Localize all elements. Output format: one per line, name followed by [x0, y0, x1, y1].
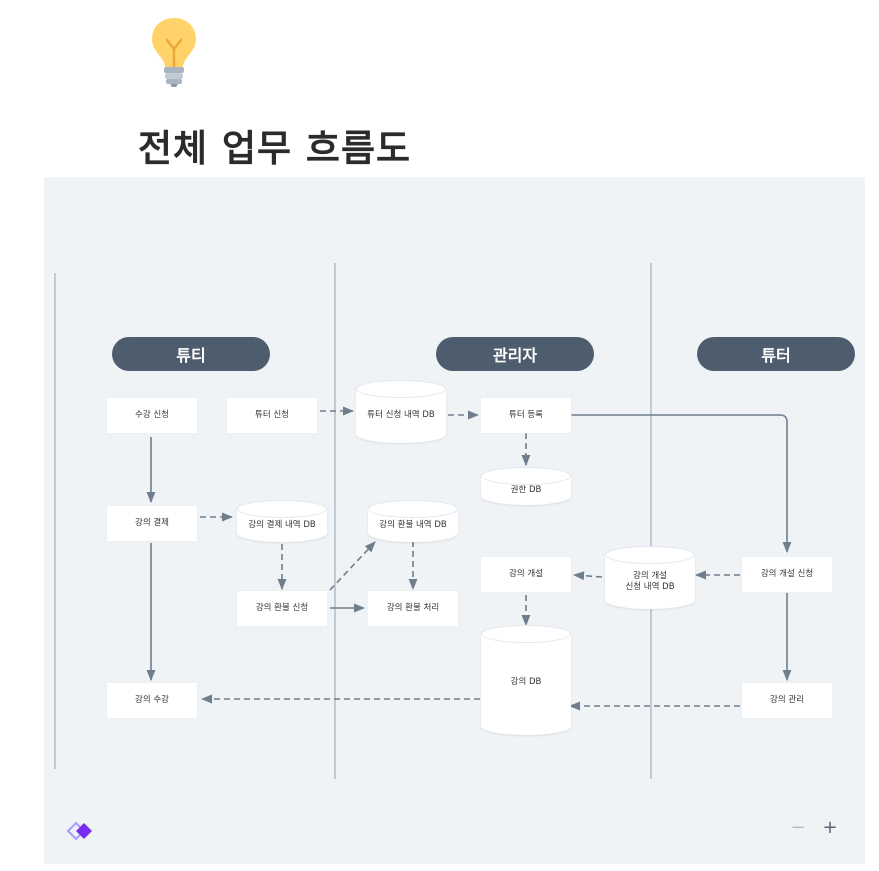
app-logo-icon	[66, 821, 92, 841]
lane-divider	[54, 273, 56, 769]
process-course-open[interactable]: 강의 개설	[481, 557, 571, 592]
zoom-in-button[interactable]: +	[822, 817, 838, 838]
lane-header-tutor: 튜터	[697, 337, 855, 371]
process-refund-request[interactable]: 강의 환불 신청	[237, 591, 327, 626]
db-permission[interactable]: 권한 DB	[481, 467, 571, 505]
process-course-open-request[interactable]: 강의 개설 신청	[742, 557, 832, 592]
process-refund-process[interactable]: 강의 환불 처리	[368, 591, 458, 626]
lane-header-admin: 관리자	[436, 337, 594, 371]
process-course-attend[interactable]: 강의 수강	[107, 683, 197, 718]
lane-header-tutee: 튜티	[112, 337, 270, 371]
arrow-register-to-opening-request	[570, 414, 792, 554]
lightbulb-icon	[152, 18, 196, 87]
lane-divider	[334, 263, 336, 779]
process-tutor-register[interactable]: 튜터 등록	[481, 398, 571, 433]
process-tutor-request[interactable]: 튜터 신청	[227, 398, 317, 433]
db-payment[interactable]: 강의 결제 내역 DB	[237, 500, 327, 542]
arrow-opendb-to-open	[572, 571, 603, 581]
db-course[interactable]: 강의 DB	[481, 625, 571, 735]
db-course-open-request[interactable]: 강의 개설 신청 내역 DB	[605, 546, 695, 609]
db-tutor-request[interactable]: 튜터 신청 내역 DB	[356, 380, 446, 443]
arrow-refundreq-to-refunddb	[329, 541, 376, 591]
connector-layer	[146, 406, 792, 711]
diagram-canvas[interactable]: 튜티 관리자 튜터 수강 신청 튜터 신청 튜터 등록 강의 결제 강의 환불 …	[44, 177, 865, 864]
process-course-payment[interactable]: 강의 결제	[107, 506, 197, 541]
lane-divider	[650, 263, 652, 779]
process-enroll-request[interactable]: 수강 신청	[107, 398, 197, 433]
db-refund[interactable]: 강의 환불 내역 DB	[368, 500, 458, 542]
process-course-manage[interactable]: 강의 관리	[742, 683, 832, 718]
zoom-out-button[interactable]: −	[790, 817, 806, 838]
page-title: 전체 업무 흐름도	[138, 127, 412, 170]
